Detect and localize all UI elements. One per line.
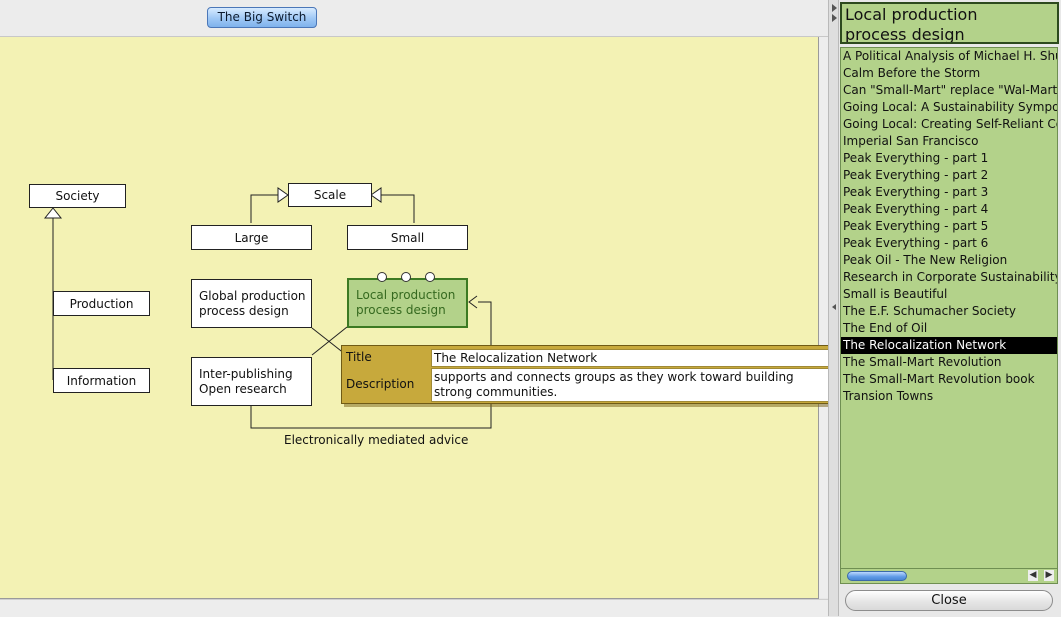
tooltip-description-row: Description supports and connects groups… bbox=[344, 368, 829, 402]
diagram-edges bbox=[43, 187, 492, 429]
resize-handle-right[interactable] bbox=[425, 272, 435, 282]
list-item[interactable]: Peak Everything - part 3 bbox=[843, 185, 989, 199]
tooltip-title-label: Title bbox=[346, 350, 372, 364]
list-item[interactable]: Can "Small-Mart" replace "Wal-Mart"? bbox=[843, 83, 1058, 97]
node-society[interactable]: Society bbox=[29, 184, 126, 208]
panel-title: Local production process design bbox=[840, 2, 1059, 44]
tooltip-title-value: The Relocalization Network bbox=[431, 349, 829, 367]
list-item[interactable]: Peak Everything - part 2 bbox=[843, 168, 989, 182]
scrollbar-thumb[interactable] bbox=[847, 571, 907, 581]
node-small[interactable]: Small bbox=[347, 225, 468, 250]
canvas-horizontal-scrollbar[interactable] bbox=[0, 599, 828, 617]
list-item[interactable]: Peak Everything - part 5 bbox=[843, 219, 989, 233]
list-item[interactable]: The E.F. Schumacher Society bbox=[843, 304, 1017, 318]
diagram-toolbar bbox=[0, 0, 828, 37]
edge-label-electronically-mediated: Electronically mediated advice bbox=[284, 433, 469, 447]
pane-splitter[interactable] bbox=[828, 0, 839, 616]
edge-small-to-scale bbox=[381, 194, 415, 223]
node-local-production-selected[interactable]: Local production process design bbox=[347, 278, 468, 328]
node-inter-publishing[interactable]: Inter-publishing Open research bbox=[191, 357, 312, 406]
inherit-arrow-scale-left bbox=[277, 187, 289, 203]
scroll-right-icon[interactable]: ▶ bbox=[1044, 570, 1054, 581]
canvas-vertical-scrollbar[interactable] bbox=[819, 37, 828, 598]
edge-inter-to-local-cross bbox=[311, 326, 348, 356]
list-item[interactable]: Going Local: Creating Self-Reliant Commu… bbox=[843, 117, 1057, 131]
edge-large-to-scale bbox=[250, 194, 278, 223]
splitter-grip-icon bbox=[832, 304, 836, 310]
resource-list[interactable]: A Political Analysis of Michael H. Shuma… bbox=[840, 47, 1058, 569]
resize-handle-left[interactable] bbox=[377, 272, 387, 282]
list-item[interactable]: Peak Oil - The New Religion bbox=[843, 253, 1008, 267]
list-item[interactable]: Imperial San Francisco bbox=[843, 134, 979, 148]
node-info-tooltip: Title The Relocalization Network Descrip… bbox=[341, 345, 837, 404]
scroll-left-icon[interactable]: ◀ bbox=[1028, 570, 1038, 581]
edge-electronically-mediated bbox=[250, 301, 492, 429]
node-large[interactable]: Large bbox=[191, 225, 312, 250]
list-item[interactable]: The End of Oil bbox=[843, 321, 928, 335]
tooltip-description-label: Description bbox=[346, 377, 415, 391]
list-item[interactable]: Research in Corporate Sustainability: bbox=[843, 270, 1058, 284]
list-item[interactable]: Transion Towns bbox=[843, 389, 934, 403]
list-item[interactable]: Small is Beautiful bbox=[843, 287, 948, 301]
tooltip-description-value: supports and connects groups as they wor… bbox=[431, 368, 829, 402]
tab-the-big-switch[interactable]: The Big Switch bbox=[207, 7, 317, 28]
arrow-into-local bbox=[468, 295, 478, 309]
list-item[interactable]: The Small-Mart Revolution book bbox=[843, 372, 1035, 386]
list-item[interactable]: The Relocalization Network bbox=[841, 337, 1057, 354]
list-horizontal-scrollbar[interactable]: ◀ ▶ bbox=[840, 569, 1058, 584]
close-button[interactable]: Close bbox=[845, 590, 1053, 611]
details-panel: Local production process design A Politi… bbox=[839, 0, 1061, 616]
list-item[interactable]: Peak Everything - part 1 bbox=[843, 151, 989, 165]
splitter-collapse-arrow-icon[interactable] bbox=[832, 4, 837, 12]
list-item[interactable]: Calm Before the Storm bbox=[843, 66, 981, 80]
node-global-production[interactable]: Global production process design bbox=[191, 279, 312, 328]
resize-handle-center[interactable] bbox=[401, 272, 411, 282]
list-item[interactable]: Peak Everything - part 6 bbox=[843, 236, 989, 250]
list-item[interactable]: Going Local: A Sustainability Symposium bbox=[843, 100, 1057, 114]
inherit-arrow-society bbox=[43, 207, 63, 219]
inherit-arrow-scale-right bbox=[370, 187, 382, 203]
node-information[interactable]: Information bbox=[53, 368, 150, 393]
list-item[interactable]: Peak Everything - part 4 bbox=[843, 202, 989, 216]
diagram-window: The Big Switch bbox=[0, 0, 837, 617]
tooltip-title-row: Title The Relocalization Network bbox=[344, 349, 829, 367]
diagram-canvas[interactable]: Society Scale Large Small Production Inf… bbox=[0, 37, 819, 599]
splitter-expand-arrow-icon[interactable] bbox=[832, 14, 837, 22]
node-production[interactable]: Production bbox=[53, 291, 150, 316]
node-scale[interactable]: Scale bbox=[288, 183, 372, 207]
edge-global-to-inter-cross bbox=[311, 327, 346, 355]
list-item[interactable]: The Small-Mart Revolution bbox=[843, 355, 1002, 369]
list-item[interactable]: A Political Analysis of Michael H. Shuma… bbox=[843, 49, 1057, 63]
